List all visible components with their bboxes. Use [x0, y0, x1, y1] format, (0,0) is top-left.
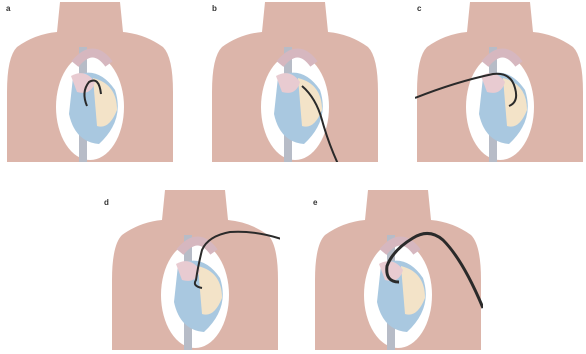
panel-label: d: [104, 198, 109, 207]
panel-label: e: [313, 198, 317, 207]
torso-illustration-b: [210, 2, 380, 162]
panel-a: a: [5, 2, 175, 162]
torso-illustration-e: [313, 190, 483, 350]
panel-label: c: [417, 4, 421, 13]
panel-label: b: [212, 4, 217, 13]
panel-d: d: [110, 190, 280, 350]
panel-label: a: [6, 4, 10, 13]
torso-illustration-c: [415, 2, 585, 162]
torso-illustration-a: [5, 2, 175, 162]
panel-b: b: [210, 2, 380, 162]
torso-illustration-d: [110, 190, 280, 350]
panel-c: c: [415, 2, 585, 162]
panel-e: e: [313, 190, 483, 350]
